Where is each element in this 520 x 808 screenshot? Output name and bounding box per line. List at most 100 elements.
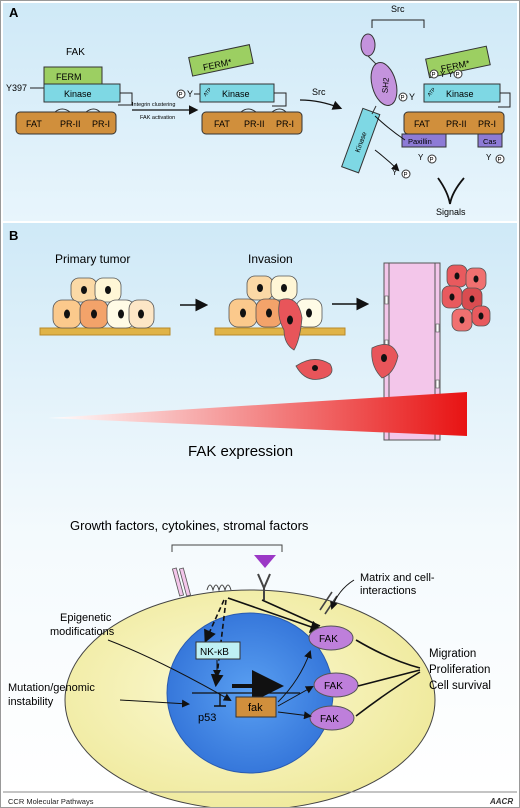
ferm-star-2	[188, 44, 254, 77]
pr2-label-1: PR-II	[60, 119, 81, 129]
pr2-label-2: PR-II	[244, 119, 265, 129]
growth-factors-label: Growth factors, cytokines, stromal facto…	[70, 518, 309, 533]
y-label-7: Y	[486, 153, 492, 162]
mutation-arrow	[119, 699, 190, 708]
cas-box	[477, 133, 503, 148]
fat-label-1: FAT	[26, 119, 42, 129]
cas-label: Cas	[483, 137, 497, 146]
p53-label: p53	[198, 712, 216, 724]
p-label-5: P	[456, 73, 460, 79]
y-label-5: Y	[448, 70, 454, 79]
fat-domain-1	[15, 111, 117, 135]
intravasating-nucleus	[381, 354, 387, 362]
atp-label-3: ATP	[427, 86, 438, 98]
mutation-label-2: instability	[8, 696, 54, 708]
matrix-label-2: interactions	[360, 585, 417, 597]
footer-left: CCR Molecular Pathways	[8, 797, 94, 806]
invasion-label: Invasion	[248, 252, 293, 266]
fak-expression-label: FAK expression	[188, 443, 293, 460]
fak-gene-label: fak	[248, 702, 263, 714]
panel-b-label: B	[9, 228, 18, 243]
kinase-label-2: Kinase	[222, 89, 250, 99]
sh2-domain	[370, 62, 398, 106]
sh2-label: SH2	[381, 77, 391, 94]
pr1-label-2: PR-I	[276, 119, 294, 129]
mutation-label-1: Mutation/genomic	[8, 682, 95, 694]
paxillin-box	[401, 133, 447, 148]
y-label-2: Y	[187, 89, 193, 99]
p-circle-6	[427, 154, 437, 164]
primary-tumor-nuclei	[64, 286, 144, 319]
epigenetic-label-2: modifications	[50, 626, 115, 638]
fak-gene-box	[235, 696, 277, 718]
phospho-arrow-1	[374, 149, 400, 172]
fak-title: FAK	[66, 47, 85, 58]
metastatic-nuclei	[449, 272, 484, 324]
y397-label: Y397	[6, 83, 27, 93]
fat-bracket-2	[240, 108, 287, 113]
nfkb-box	[195, 641, 241, 660]
fak-oval-2	[313, 672, 359, 698]
y-label-4: Y	[440, 70, 446, 79]
p-circle-7	[495, 154, 505, 164]
p-label-4: P	[432, 73, 436, 79]
fak-oval-label-1: FAK	[319, 634, 338, 645]
growth-factors-bracket	[171, 544, 283, 552]
src-bracket	[371, 19, 425, 28]
signal-solid-2	[261, 599, 321, 627]
p-label-8: P	[404, 173, 408, 179]
p53-inhibition	[214, 694, 226, 707]
fak-out-arrow-3	[277, 711, 312, 720]
fak-out-arrow-2	[277, 686, 314, 707]
signals-label: Signals	[436, 207, 466, 217]
linker-1	[118, 92, 133, 106]
receptor-coil-icon	[206, 584, 232, 592]
signal-solid-1	[227, 597, 324, 633]
p-circle-3	[398, 92, 408, 102]
paxillin-label: Paxillin	[408, 137, 432, 146]
matrix-label-1: Matrix and cell-	[360, 572, 435, 584]
invasion-nuclei	[240, 284, 318, 371]
src-kinase-domain	[341, 107, 381, 174]
kinase-label-3: Kinase	[446, 89, 474, 99]
fat-label-3: FAT	[414, 119, 430, 129]
basement-membrane-2	[214, 327, 346, 336]
src-kinase-link	[371, 105, 377, 115]
linker-3	[498, 92, 511, 108]
phospho-arrow-2	[374, 115, 406, 141]
basement-membrane-1	[39, 327, 171, 336]
receptor-y-icon	[257, 573, 271, 600]
y-label-3: Y	[409, 92, 415, 102]
arrow-text-2: FAK activation	[140, 115, 175, 121]
pr1-label-1: PR-I	[92, 119, 110, 129]
outcome-survival: Cell survival	[429, 680, 491, 692]
epigenetic-arrow	[107, 639, 232, 701]
kinase-label-1: Kinase	[64, 89, 92, 99]
src-arrow	[299, 99, 343, 110]
atp-label-2: ATP	[203, 86, 214, 98]
outcome-migration: Migration	[429, 648, 476, 660]
fak-out-arrow-1	[277, 650, 312, 703]
primary-tumor-label: Primary tumor	[55, 252, 130, 266]
fak-oval-label-2: FAK	[324, 681, 343, 692]
fat-bracket-1	[54, 108, 101, 113]
p-circle-2	[176, 89, 186, 99]
pr2-label-3: PR-II	[446, 119, 467, 129]
p-circle-8	[401, 169, 411, 179]
ferm-label-1: FERM	[56, 72, 82, 82]
src-link	[367, 55, 377, 65]
ligand-triangle-icon	[254, 555, 276, 568]
fat-domain-2	[201, 111, 303, 135]
matrix-arrow	[330, 579, 355, 610]
outcome-arrow	[355, 639, 421, 717]
p-circle-5	[453, 69, 463, 79]
fak-expression-wedge	[48, 392, 467, 436]
src-arrow-label: Src	[312, 87, 326, 97]
signal-dashed-1	[204, 599, 225, 643]
outcome-proliferation: Proliferation	[429, 664, 490, 676]
pr1-label-3: PR-I	[478, 119, 496, 129]
src-sh3-domain	[360, 33, 376, 57]
signals-arrow	[437, 177, 465, 205]
panel-a-label: A	[9, 5, 19, 20]
